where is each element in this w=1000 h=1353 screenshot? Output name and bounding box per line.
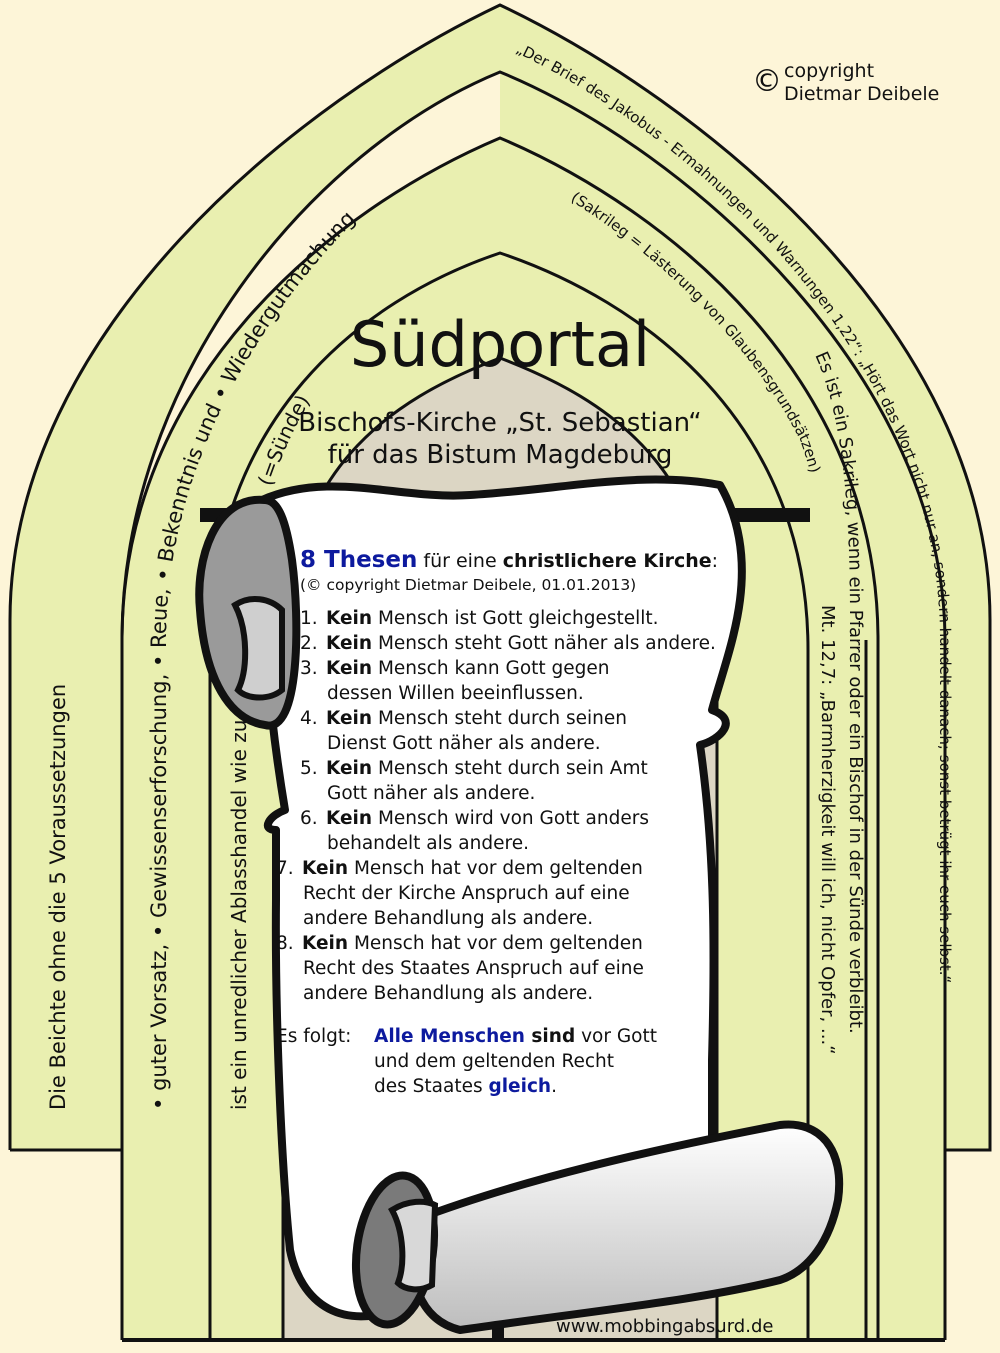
conclusion-end: . (551, 1076, 557, 1097)
scroll-bottom-roll (408, 1120, 844, 1334)
thesis-item: 1. Kein Mensch ist Gott gleichgestellt. (300, 606, 766, 631)
thesis-line: 6. Kein Mensch wird von Gott anders (300, 806, 766, 831)
theses-heading-bold: christlichere Kirche (502, 550, 712, 572)
thesis-number: 3. (300, 658, 318, 679)
page-subtitle: Bischofs-Kirche „St. Sebastian“ für das … (230, 407, 770, 471)
thesis-line: 1. Kein Mensch ist Gott gleichgestellt. (300, 606, 766, 631)
website-link[interactable]: www.mobbingabsurd.de (556, 1316, 774, 1337)
thesis-line: 2. Kein Mensch steht Gott näher als ander… (300, 631, 766, 656)
theses-heading-count: 8 Thesen (300, 547, 418, 573)
conclusion-highlight-1: Alle Menschen (374, 1026, 525, 1047)
conclusion-bold: sind (524, 1026, 576, 1047)
theses-heading-mid: für eine (417, 550, 503, 572)
copyright-label: copyright (784, 60, 875, 82)
thesis-number: 5. (300, 758, 318, 779)
thesis-line: 8. Kein Mensch hat vor dem geltenden (276, 931, 766, 956)
thesis-number: 7. (276, 858, 294, 879)
thesis-continuation: Recht der Kirche Anspruch auf eine (303, 883, 630, 904)
band-text-right-inner-bottom: Mt. 12,7: „Barmherzigkeit will ich, nich… (817, 605, 838, 1055)
thesis-number: 8. (276, 933, 294, 954)
thesis-line: 5. Kein Mensch steht durch sein Amt (300, 756, 766, 781)
thesis-number: 2. (300, 633, 318, 654)
scroll-top-roll-curl (231, 596, 285, 701)
thesis-line: 3. Kein Mensch kann Gott gegen (300, 656, 766, 681)
copyright-author: Dietmar Deibele (784, 83, 940, 105)
theses-heading: 8 Thesen für eine christlichere Kirche: (300, 548, 766, 574)
thesis-keyword: Kein (326, 808, 373, 829)
conclusion-rest: vor Gott (575, 1026, 657, 1047)
thesis-number: 1. (300, 608, 318, 629)
thesis-keyword: Kein (326, 608, 373, 629)
thesis-line: 7. Kein Mensch hat vor dem geltenden (276, 856, 766, 881)
thesis-item: 6. Kein Mensch wird von Gott anders behand… (300, 806, 766, 856)
thesis-line: 4. Kein Mensch steht durch seinen (300, 706, 766, 731)
thesis-continuation: andere Behandlung als andere. (303, 908, 594, 929)
thesis-text: Mensch steht Gott näher als andere. (372, 633, 716, 654)
thesis-text: Mensch wird von Gott anders (372, 808, 649, 829)
copyright-notice: © copyright Dietmar Deibele (752, 60, 939, 106)
thesis-text: Mensch steht durch sein Amt (372, 758, 648, 779)
thesis-continuation: behandelt als andere. (327, 833, 529, 854)
conclusion-line-3: des Staates (374, 1076, 489, 1097)
copyright-icon: © (752, 64, 782, 99)
theses-list: 1.Kein Mensch ist Gott gleichgestellt.2.… (276, 606, 766, 1006)
theses-copyright: (© copyright Dietmar Deibele, 01.01.2013… (300, 576, 637, 594)
thesis-keyword: Kein (326, 758, 373, 779)
thesis-text: Mensch hat vor dem geltenden (348, 858, 643, 879)
thesis-keyword: Kein (302, 858, 349, 879)
scroll-bottom-roll-curl (388, 1198, 439, 1293)
arch-band-outer (10, 5, 990, 1150)
thesis-continuation: andere Behandlung als andere. (303, 983, 594, 1004)
conclusion-label: Es folgt: (276, 1026, 352, 1047)
thesis-text: Mensch hat vor dem geltenden (348, 933, 643, 954)
subtitle-line-2: für das Bistum Magdeburg (327, 440, 673, 470)
page-title: Südportal (349, 308, 651, 381)
theses-heading-end: : (711, 550, 719, 572)
band-text-left-outer: Die Beichte ohne die 5 Voraussetzungen (46, 684, 70, 1110)
thesis-continuation: Recht des Staates Anspruch auf eine (303, 958, 644, 979)
thesis-keyword: Kein (326, 658, 373, 679)
thesis-item: 3. Kein Mensch kann Gott gegen dessen Will… (300, 656, 766, 706)
thesis-continuation: Dienst Gott näher als andere. (327, 733, 601, 754)
subtitle-line-1: Bischofs-Kirche „St. Sebastian“ (298, 408, 702, 438)
thesis-number: 6. (300, 808, 318, 829)
thesis-item: 2. Kein Mensch steht Gott näher als ander… (300, 631, 766, 656)
thesis-text: Mensch ist Gott gleichgestellt. (372, 608, 659, 629)
thesis-continuation: Gott näher als andere. (327, 783, 536, 804)
thesis-continuation: dessen Willen beeinflussen. (327, 683, 584, 704)
theses-scroll-content: 8 Thesen für eine christlichere Kirche: … (276, 548, 766, 1099)
thesis-keyword: Kein (302, 933, 349, 954)
thesis-number: 4. (300, 708, 318, 729)
thesis-text: Mensch steht durch seinen (372, 708, 628, 729)
arch-band-right-outer (500, 72, 945, 1340)
conclusion: Es folgt: Alle Menschen sind vor Gott un… (276, 1024, 766, 1099)
conclusion-highlight-2: gleich (488, 1076, 552, 1097)
conclusion-line-2: und dem geltenden Recht (374, 1051, 615, 1072)
thesis-text: Mensch kann Gott gegen (372, 658, 610, 679)
thesis-keyword: Kein (326, 708, 373, 729)
scroll-paper (258, 475, 746, 1321)
thesis-keyword: Kein (326, 633, 373, 654)
